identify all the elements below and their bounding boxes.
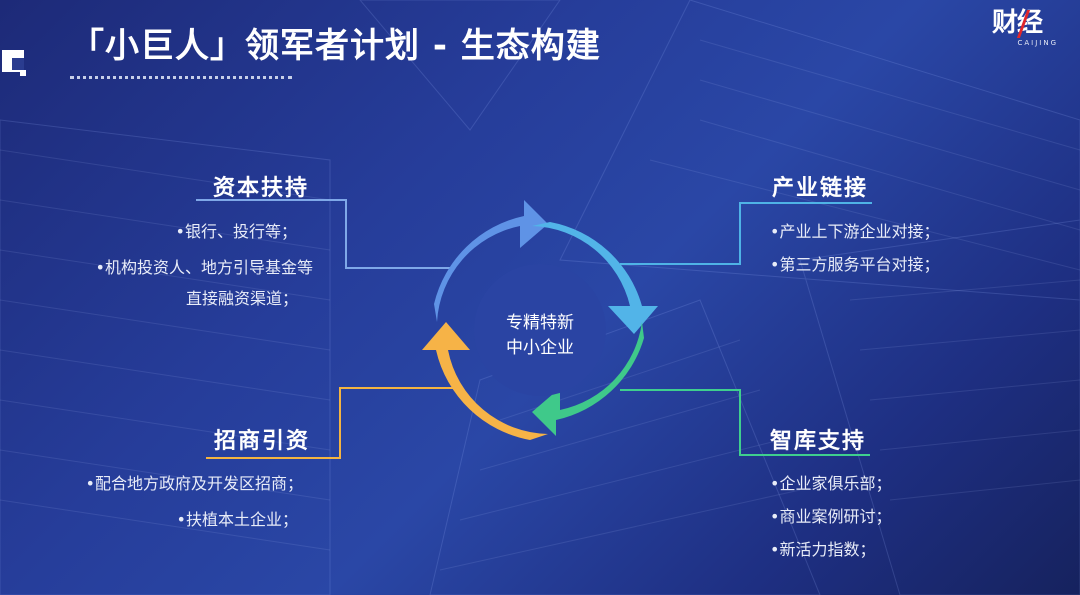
heading-investment-attraction: 招商引资 xyxy=(213,429,310,454)
heading-capital-support: 资本扶持 xyxy=(212,176,309,201)
center-label-line-1: 专精特新 xyxy=(506,313,574,333)
connector-bottom-right xyxy=(620,389,870,456)
capital-support-item: •银行、投行等； xyxy=(175,222,297,241)
logo-subtext: CAIJING xyxy=(1017,39,1058,47)
caijing-logo: 财经 CAIJING xyxy=(992,8,1058,48)
heading-think-tank-support: 智库支持 xyxy=(770,429,867,454)
think-tank-support-item: •新活力指数； xyxy=(770,540,876,559)
capital-support-item: 直接融资渠道； xyxy=(185,289,298,308)
industry-linkage-item: •产业上下游企业对接； xyxy=(770,222,940,241)
think-tank-support-item: •企业家俱乐部； xyxy=(770,474,892,493)
slide-title: 「小巨人」领军者计划 - 生态构建 xyxy=(70,26,601,66)
cycle-segment-bottom-left xyxy=(422,322,548,440)
capital-support-item: •机构投资人、地方引导基金等 xyxy=(95,258,313,277)
cycle-center xyxy=(474,264,606,396)
heading-industry-linkage: 产业链接 xyxy=(772,176,869,201)
investment-attraction-item: •扶植本土企业； xyxy=(176,510,298,529)
center-label-line-2: 中小企业 xyxy=(506,338,574,358)
corner-decoration xyxy=(0,50,30,78)
cycle-segment-top-left xyxy=(434,200,548,322)
cycle-segment-bottom-right xyxy=(532,322,644,436)
connector-bottom-left xyxy=(206,387,460,459)
title-underline xyxy=(70,76,292,79)
think-tank-support-item: •商业案例研讨； xyxy=(770,507,892,526)
investment-attraction-item: •配合地方政府及开发区招商； xyxy=(85,474,303,493)
connector-top-left xyxy=(196,199,455,269)
cycle-segment-top-right xyxy=(532,222,658,334)
industry-linkage-item: •第三方服务平台对接； xyxy=(770,255,940,274)
connector-top-right xyxy=(620,202,872,265)
